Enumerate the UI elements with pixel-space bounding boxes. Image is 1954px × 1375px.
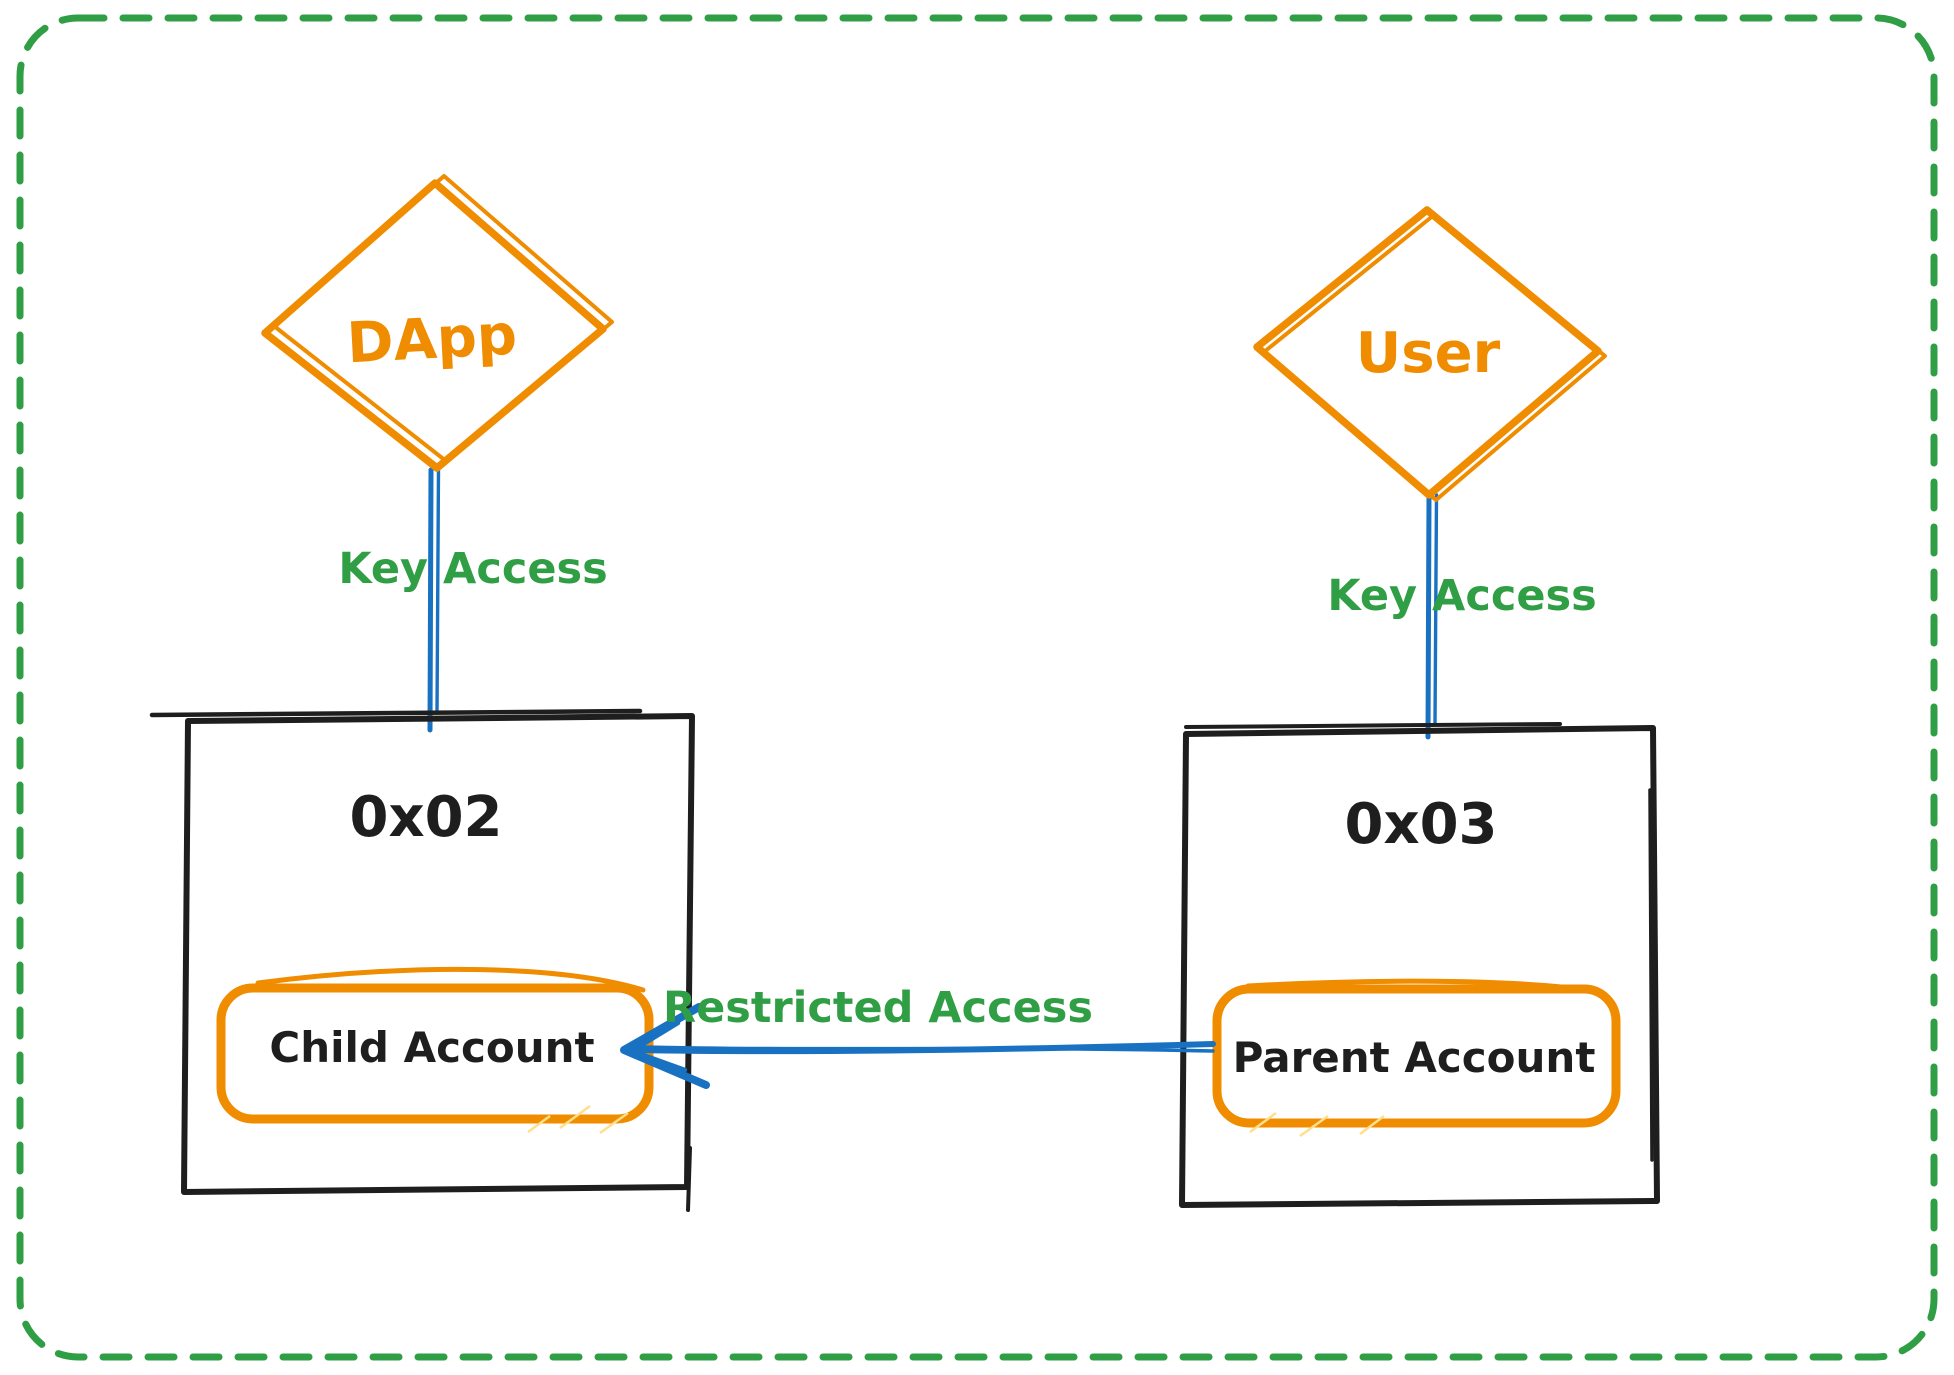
wallet-0x03-box-retrace (1184, 722, 1562, 729)
child-account-hatch-spill (527, 1104, 629, 1135)
wallet-0x03-address: 0x03 (1344, 792, 1497, 857)
child-account-shape (216, 983, 654, 1124)
node-user: User (1253, 206, 1607, 502)
wallet-0x02-address: 0x02 (349, 785, 502, 850)
edge-line-retrace (1433, 493, 1439, 726)
node-dapp: DApp (261, 174, 614, 472)
arrow-shaft-retrace (640, 1045, 1215, 1053)
user-diamond-retrace (1262, 213, 1607, 502)
edge-label-restricted-access: Restricted Access (663, 983, 1093, 1033)
child-account-pill: Child Account (216, 966, 654, 1135)
child-account-retrace (255, 966, 646, 993)
dashed-boundary (16, 14, 1938, 1361)
edge-dapp-key-access: Key Access (338, 466, 608, 733)
dapp-label: DApp (345, 303, 518, 377)
user-label: User (1356, 321, 1501, 386)
wallet-0x02-box-retrace (149, 708, 643, 718)
parent-account-retrace (1245, 978, 1603, 995)
edge-line (427, 467, 434, 733)
wallet-0x03-box (1179, 725, 1660, 1208)
node-wallet-0x03: 0x03 Parent Account (1179, 722, 1660, 1208)
edge-label-key-access-left: Key Access (338, 544, 607, 594)
edge-restricted-access: Restricted Access (620, 983, 1216, 1089)
parent-account-hatch-spill (1249, 1111, 1385, 1138)
wallet-0x02-corner-overshoot (686, 1146, 692, 1212)
edge-label-key-access-right: Key Access (1327, 571, 1596, 621)
dapp-diamond-retrace (272, 174, 614, 463)
parent-account-shape (1212, 984, 1621, 1128)
parent-account-label: Parent Account (1233, 1033, 1596, 1082)
arrow-head-retrace (629, 1020, 688, 1073)
node-wallet-0x02: 0x02 Child Account (149, 708, 695, 1212)
parent-account-pill: Parent Account (1212, 978, 1621, 1138)
arrow-head (620, 1003, 710, 1089)
edge-line-retrace (435, 466, 441, 714)
child-account-label: Child Account (269, 1023, 594, 1072)
edge-line (1425, 494, 1432, 740)
edge-user-key-access: Key Access (1327, 493, 1597, 740)
wallet-0x03-edge-retrace (1648, 788, 1654, 1162)
